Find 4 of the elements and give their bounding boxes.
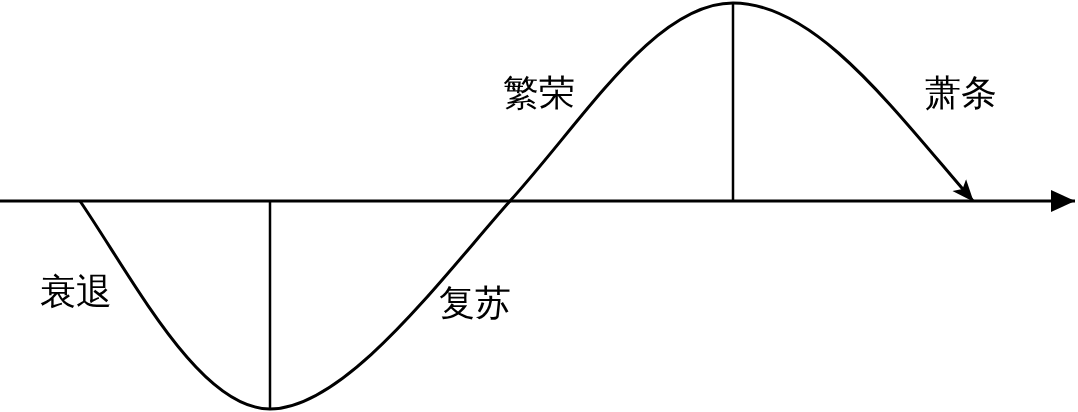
phase-label: 复苏	[439, 283, 511, 323]
phase-label: 繁荣	[503, 73, 575, 113]
phase-label: 衰退	[40, 272, 112, 312]
phase-label: 萧条	[925, 73, 997, 113]
